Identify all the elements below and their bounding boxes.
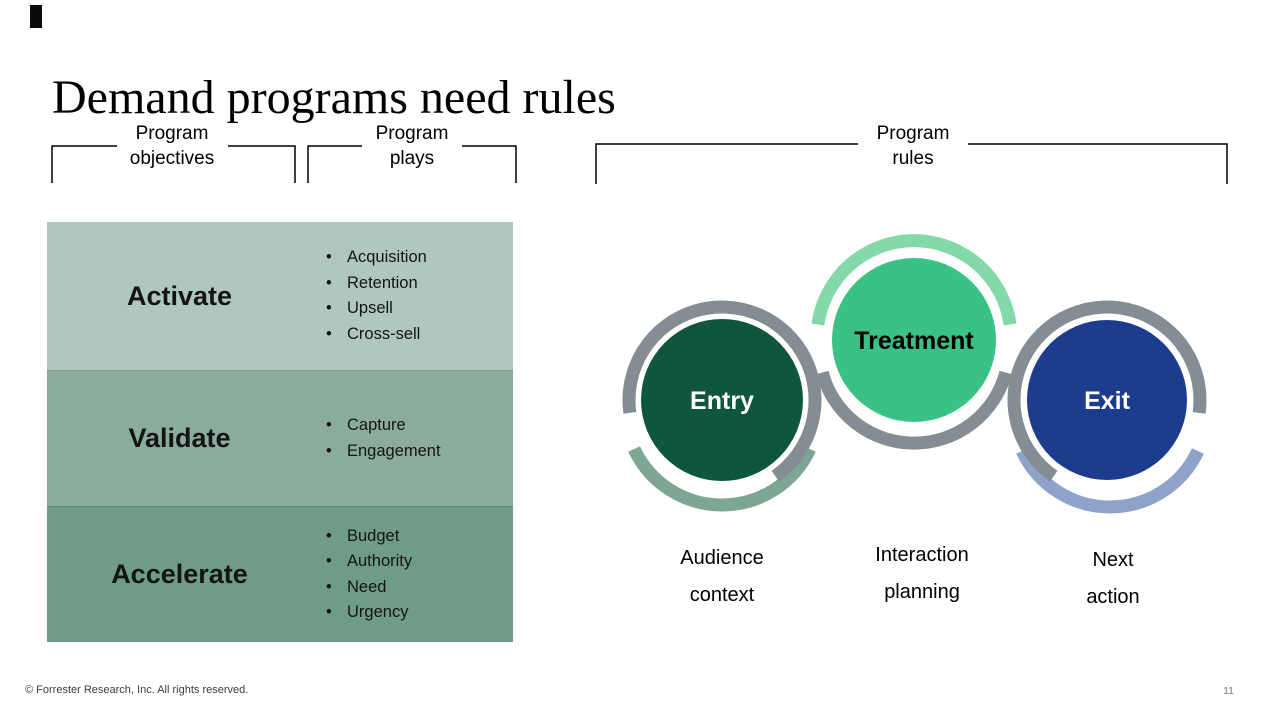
entry-circle-label: Entry — [690, 387, 754, 415]
caption-interaction-planning: Interaction planning — [822, 537, 1022, 611]
caption-next-action: Next action — [1013, 542, 1213, 616]
wave-arc-exit — [1007, 300, 1207, 482]
bullet-item: Urgency — [312, 600, 412, 626]
exit-circle-label: Exit — [1084, 387, 1131, 415]
treatment-circle — [832, 258, 996, 422]
exit-accent-arc — [1016, 448, 1204, 514]
row-label: Activate — [126, 280, 233, 311]
entry-accent-arc — [628, 446, 816, 512]
wave-arc-treatment — [815, 370, 1013, 450]
table-row-accelerate: Accelerate BudgetAuthorityNeedUrgency — [47, 506, 513, 642]
slide-title: Demand programs need rules — [52, 71, 616, 125]
footer-copyright: © Forrester Research, Inc. All rights re… — [25, 684, 249, 696]
caption-audience-context: Audience context — [622, 540, 822, 614]
bullet-item: Authority — [312, 549, 412, 575]
wave-arc-entry — [622, 300, 822, 482]
bracket-rules-left — [595, 143, 858, 184]
row-label: Accelerate — [111, 559, 248, 589]
table-row-validate: Validate CaptureEngagement — [47, 370, 513, 506]
bracket-label-line: Program — [375, 123, 449, 144]
caption-line: planning — [884, 581, 960, 603]
bracket-label-line: Program — [135, 123, 209, 144]
bracket-label-program-objectives: Program objectives — [87, 121, 257, 171]
bracket-plays-right — [462, 145, 517, 183]
slide-corner-mark — [30, 5, 42, 28]
bracket-lines — [51, 143, 1228, 184]
bracket-label-line: objectives — [129, 148, 215, 169]
caption-line: action — [1086, 586, 1140, 608]
row-bullet-list: CaptureEngagement — [312, 413, 441, 464]
bracket-objectives-right — [228, 145, 296, 183]
bracket-label-program-plays: Program plays — [327, 121, 497, 171]
bracket-plays-left — [307, 145, 362, 183]
bullet-item: Acquisition — [312, 245, 427, 271]
bullet-item: Engagement — [312, 439, 441, 465]
bracket-label-program-rules: Program rules — [828, 121, 998, 171]
treatment-accent-arc — [811, 234, 1017, 326]
caption-line: context — [689, 584, 755, 606]
program-table: Activate AcquisitionRetentionUpsellCross… — [47, 222, 513, 642]
caption-line: Audience — [680, 547, 764, 569]
bracket-label-line: Program — [876, 123, 950, 144]
table-row-activate: Activate AcquisitionRetentionUpsellCross… — [47, 222, 513, 370]
row-bullet-list: BudgetAuthorityNeedUrgency — [312, 524, 412, 626]
row-bullet-list: AcquisitionRetentionUpsellCross-sell — [312, 245, 427, 347]
caption-line: Next — [1092, 549, 1134, 571]
bullet-item: Capture — [312, 413, 441, 439]
row-label: Validate — [128, 423, 231, 453]
bullet-item: Upsell — [312, 296, 427, 322]
bracket-objectives-left — [51, 145, 117, 183]
bullet-item: Cross-sell — [312, 322, 427, 348]
bracket-label-line: rules — [892, 148, 934, 169]
bracket-rules-right — [968, 143, 1228, 184]
bracket-label-line: plays — [389, 148, 435, 169]
bullet-item: Budget — [312, 524, 412, 550]
exit-circle — [1027, 320, 1187, 480]
entry-circle — [641, 319, 803, 481]
bullet-item: Need — [312, 575, 412, 601]
caption-line: Interaction — [875, 544, 969, 566]
footer-page-number: 11 — [1223, 685, 1234, 697]
bullet-item: Retention — [312, 271, 427, 297]
treatment-circle-label: Treatment — [854, 327, 974, 355]
